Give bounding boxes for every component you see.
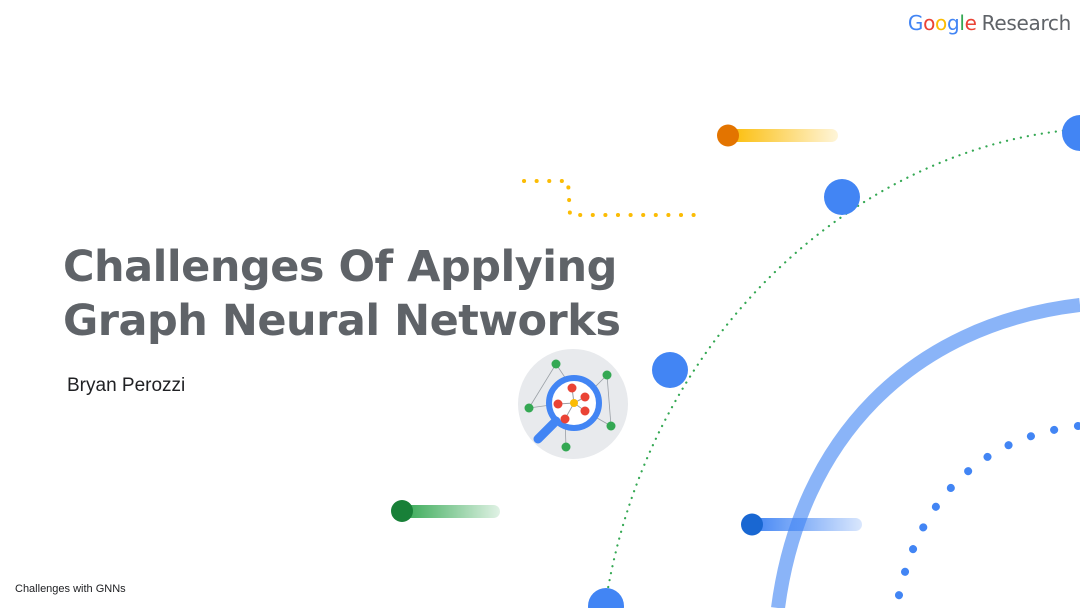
green-dot [391, 500, 413, 522]
title-line-2: Graph Neural Networks [63, 296, 621, 346]
graph-magnifier-icon [518, 349, 628, 459]
green-dotted-arc [604, 128, 1072, 602]
large-blue-arc [771, 298, 1080, 608]
logo-letter: e [964, 11, 977, 35]
logo-letter: l [959, 11, 965, 35]
blue-node-bottom [588, 588, 624, 608]
blue-node-middle [652, 352, 688, 388]
logo-research-text: Research [981, 11, 1072, 35]
logo-letter: o [923, 11, 936, 35]
logo-letter: o [935, 11, 947, 35]
logo-letter: g [946, 11, 960, 35]
author-name: Bryan Perozzi [67, 375, 186, 396]
dark-blue-dot [741, 513, 763, 536]
yellow-dotted-path [522, 179, 702, 217]
blue-tail [752, 518, 862, 531]
slide-footer: Challenges with GNNs [15, 583, 126, 595]
blue-node-top-right [1062, 115, 1080, 151]
green-tail [402, 505, 500, 518]
orange-dot [717, 124, 739, 147]
slide-title: Challenges Of Applying Graph Neural Netw… [63, 240, 621, 348]
blue-node-upper [824, 179, 860, 215]
blue-dotted-arc [894, 422, 1080, 604]
logo-letter: G [907, 11, 924, 35]
title-line-1: Challenges Of Applying [63, 242, 617, 292]
yellow-tail [728, 129, 838, 142]
